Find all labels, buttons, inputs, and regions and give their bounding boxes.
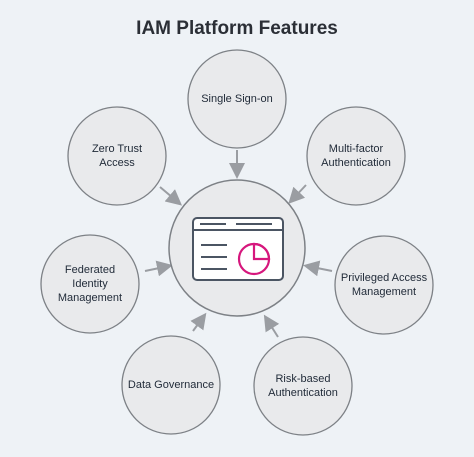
node-federated-identity-label: Federated Identity Management: [57, 264, 123, 304]
diagram-title: IAM Platform Features: [136, 18, 338, 39]
arrow-fim: [144, 260, 173, 277]
node-data-governance-label: Data Governance: [127, 379, 215, 391]
node-risk-based-circle: [253, 336, 353, 436]
node-data-governance-circle: [121, 335, 221, 435]
node-risk-based-label: Risk-based Authentication: [268, 373, 338, 399]
arrow-pam: [303, 260, 333, 277]
arrow-rba: [263, 314, 280, 338]
node-federated-identity-circle: [40, 234, 140, 334]
node-privileged-access-label: Privileged Access Management: [340, 272, 428, 298]
arrow-zt: [159, 186, 183, 206]
node-single-sign-on-label: Single Sign-on: [201, 93, 273, 105]
browser-window-pie-chart-icon: [192, 217, 284, 281]
node-privileged-access-circle: [334, 235, 434, 335]
arrow-dg: [190, 312, 207, 332]
arrow-mfa: [288, 184, 307, 204]
node-single-sign-on-circle: [187, 49, 287, 149]
node-zero-trust-label: Zero Trust Access: [91, 143, 143, 169]
node-zero-trust-circle: [67, 106, 167, 206]
node-multi-factor-circle: [306, 106, 406, 206]
node-multi-factor-label: Multi-factor Authentication: [321, 143, 391, 169]
